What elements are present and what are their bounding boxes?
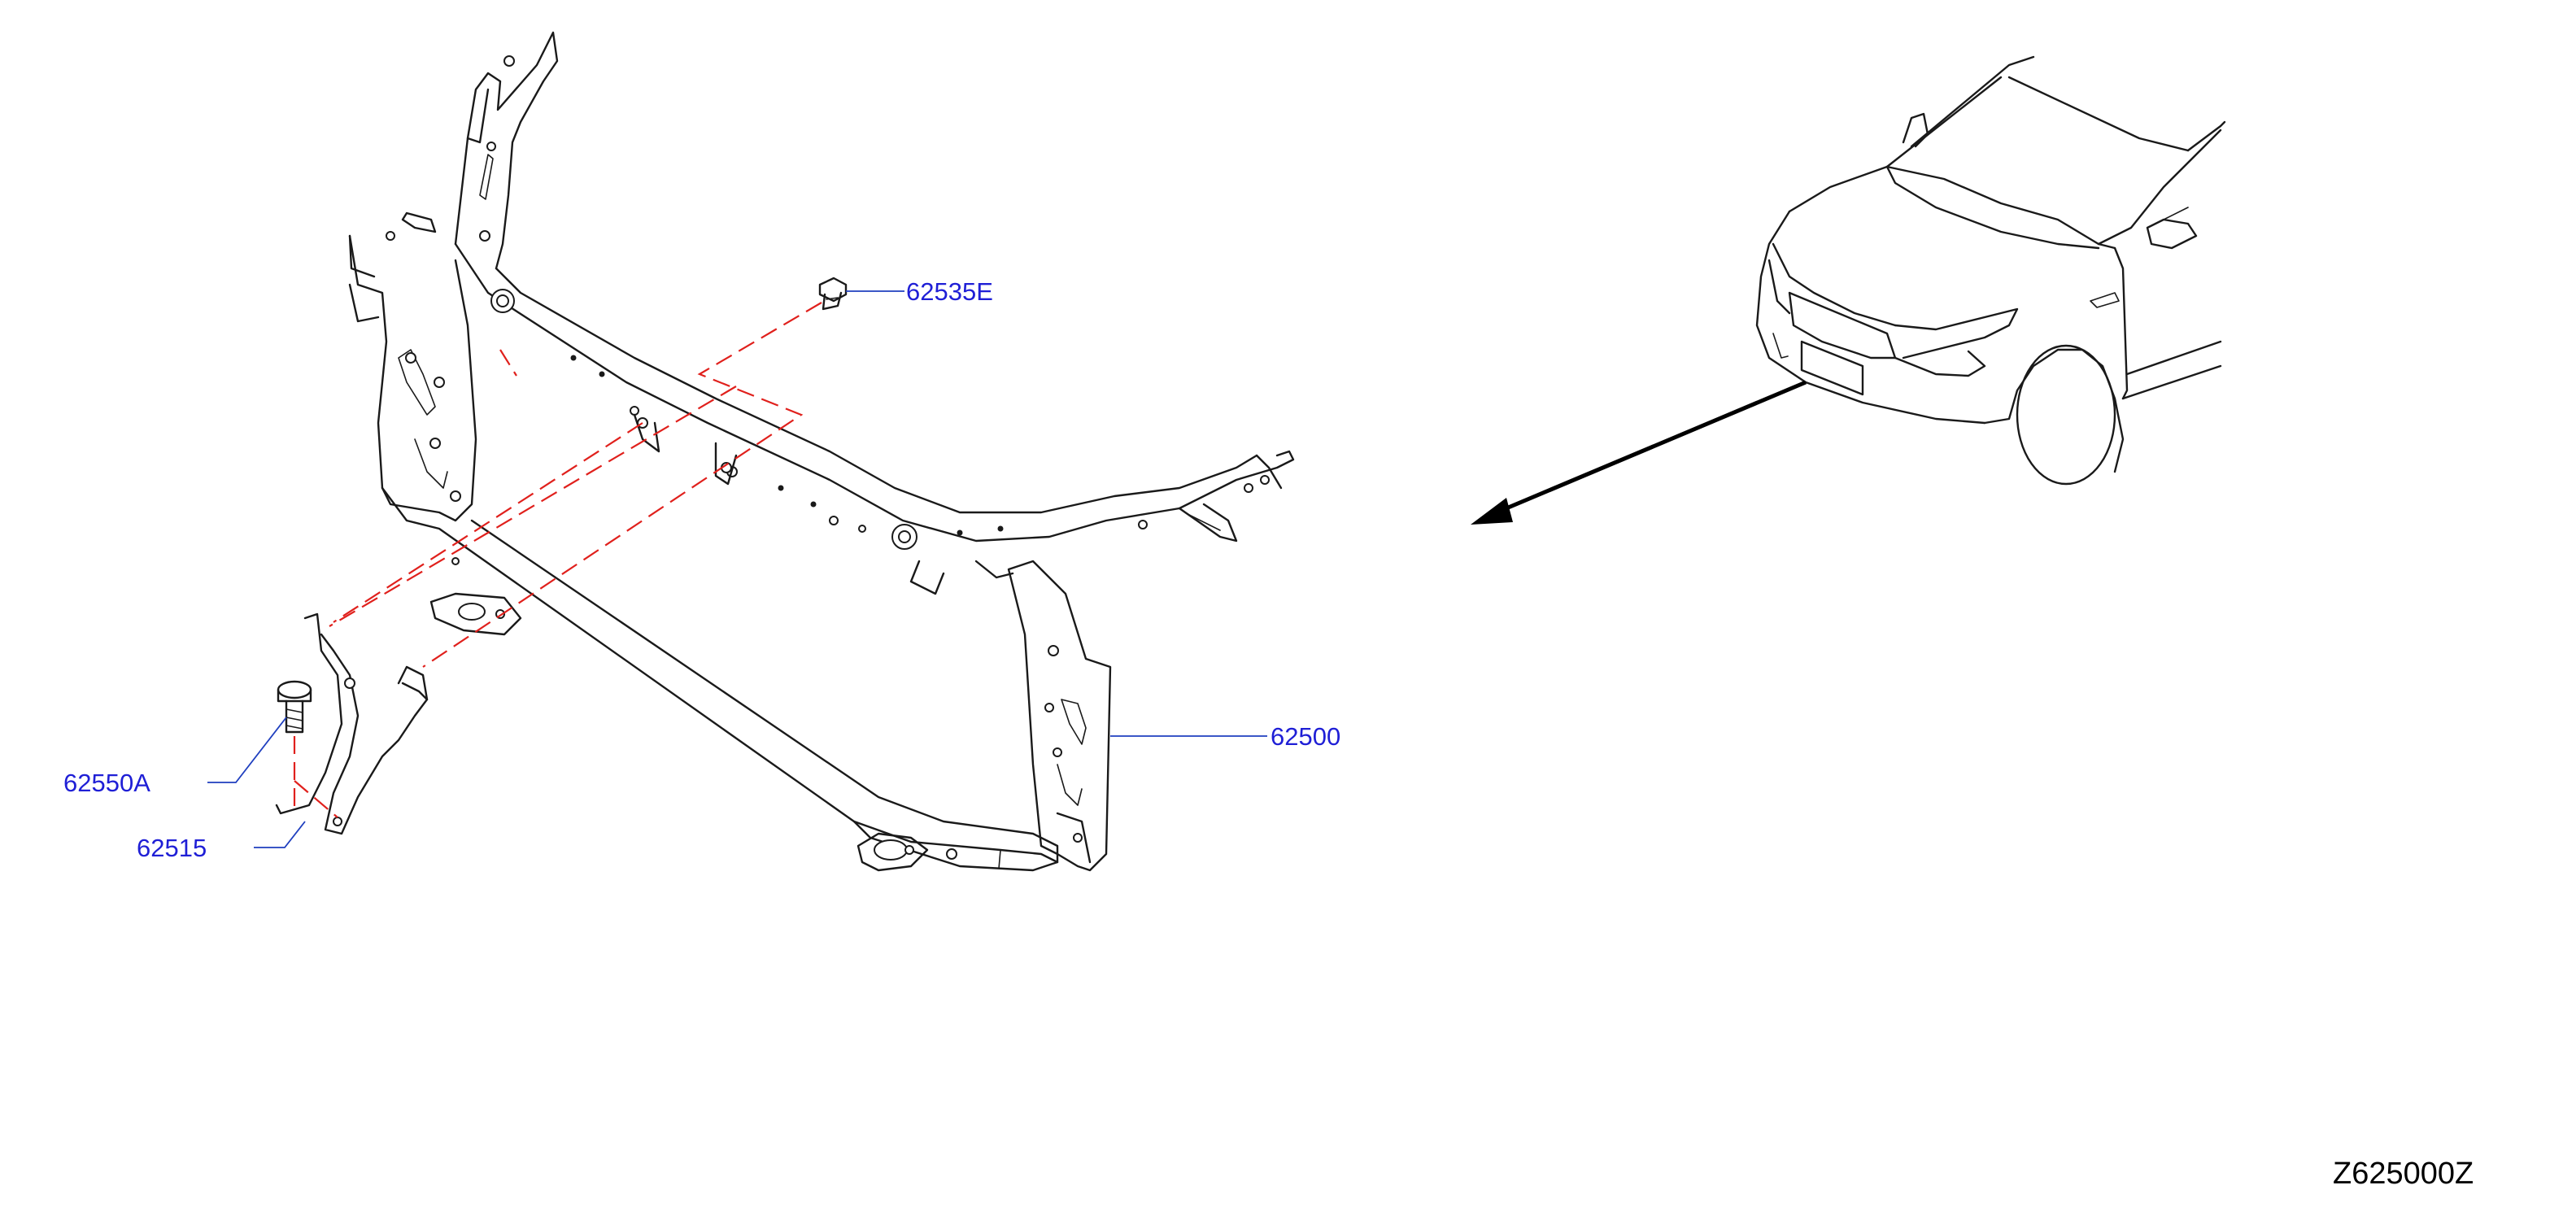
alignment-guides (293, 302, 822, 818)
locator-arrow (1471, 380, 1807, 525)
callout-62500[interactable]: 62500 (1271, 722, 1340, 751)
callout-62535e[interactable]: 62535E (906, 277, 993, 306)
clip-62535e[interactable] (818, 277, 848, 311)
callout-62550a[interactable]: 62550A (63, 769, 150, 797)
leader-62550a (207, 717, 287, 783)
radiator-core-support[interactable] (348, 31, 1295, 872)
vehicle-locator (1755, 55, 2226, 486)
leader-62515 (254, 821, 306, 848)
diagram-code: Z625000Z (2333, 1157, 2474, 1191)
callout-62515[interactable]: 62515 (137, 834, 207, 862)
bolt-62550a[interactable] (277, 680, 312, 734)
bracket-62515[interactable] (275, 612, 429, 835)
